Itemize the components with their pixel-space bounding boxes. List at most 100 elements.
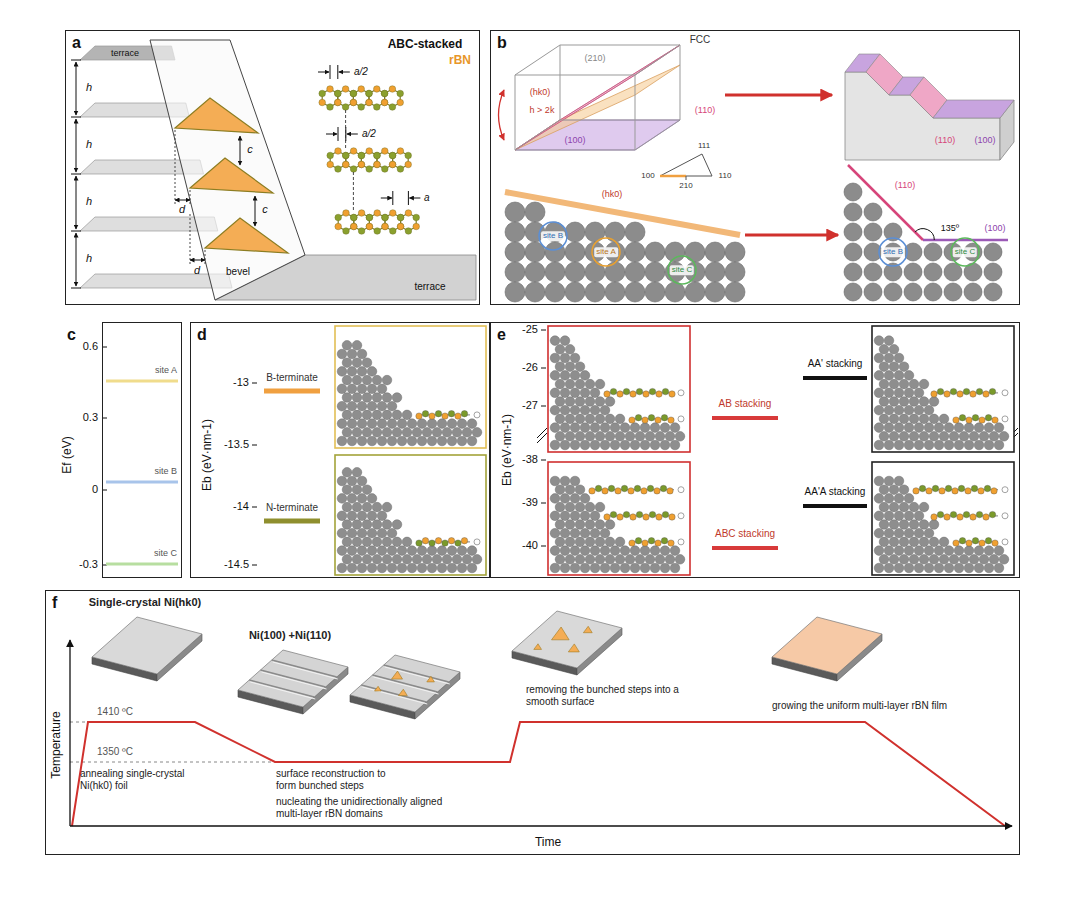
dimension-arrow [76,233,77,286]
ni-atom [944,263,962,281]
dimension-tick [392,191,393,205]
ni-atom [600,546,610,556]
dimension-arrow [76,176,77,229]
rbn-domain [534,644,542,650]
bn-atom [654,488,660,494]
bn-atom [937,511,943,517]
ni-atom [934,546,944,556]
ni-atom [342,555,352,565]
ni-atom [585,520,595,530]
ni-atom [899,432,909,442]
bn-atom [389,152,396,159]
annotation-label: rBN [449,53,471,67]
bn-atom [442,413,448,419]
ni-atom [879,432,889,442]
ni-atom [705,242,725,262]
annotation-label: surface reconstruction to form bunched s… [276,768,404,792]
ni-atom [377,401,387,411]
ni-atom [610,563,620,573]
panel-b-art [499,45,1015,302]
ni-atom [899,502,909,512]
ni-atom [565,485,575,495]
bn-atom [648,538,654,544]
panel-frame: b [490,30,1020,305]
ni-atom [635,555,645,565]
temperature-profile [72,722,1005,826]
annotation-label: -26 [522,361,538,374]
ni-atom [422,428,432,438]
ni-atom [382,428,392,438]
ni-atom [590,388,600,398]
bn-atom [957,391,963,397]
panel-letter: c [67,326,76,344]
annotation-label: -14.5 [224,558,249,571]
bn-atom [970,391,976,397]
foil-surface [772,617,882,674]
ni-atom [575,414,585,424]
panel-f-art [70,611,1012,826]
bn-atom [661,538,667,544]
ni-atom [550,371,560,381]
guide-line [345,110,346,150]
bn-atom [327,161,334,168]
ni-atom [342,520,352,530]
bn-atom [435,538,441,544]
bunched-step [385,667,450,684]
annotation-label: AA'A stacking [805,486,866,498]
ni-atom [550,511,560,521]
annotation-label: -0.3 [79,558,98,571]
ni-atom [437,419,447,429]
bn-atom [374,152,381,159]
ni-atom [914,546,924,556]
ni-atom [550,336,560,346]
ni-atom [595,502,605,512]
ni-atom [580,563,590,573]
annotation-label: ABC-stacked [388,37,463,51]
bn-atom [992,540,998,546]
ni-atom [924,528,934,538]
bn-atom [636,511,642,517]
annotation-label: site C [670,265,694,275]
ni-atom [565,362,575,372]
ni-atom [437,436,447,446]
annotation-label: h [86,81,92,94]
ni-atom [367,436,377,446]
ni-atom [670,423,680,433]
ni-atom [352,537,362,547]
ni-atom [904,388,914,398]
ni-atom [879,537,889,547]
bn-atom [358,161,365,168]
bn-atom [959,538,965,544]
ni-atom [924,440,934,450]
ni-atom [575,432,585,442]
ni-atom [412,428,422,438]
ni-atom [590,440,600,450]
bn-atom [595,485,601,491]
bn-atom [358,210,365,217]
ni-atom [372,428,382,438]
bn-atom [985,415,991,421]
panel-frame: f [45,590,1020,855]
bn-atom [953,540,959,546]
ni-atom [924,263,942,281]
ni-atom [884,336,894,346]
ni-atom [342,537,352,547]
annotation-label: 0 [92,483,98,496]
ni-atom [879,397,889,407]
ni-atom [377,546,387,556]
ni-atom [924,563,934,573]
bn-atom [976,388,982,394]
ni-atom [600,440,610,450]
bn-atom [351,223,358,230]
ni-atom [337,436,347,446]
dimension-arrow [381,198,392,199]
ni-atom [570,563,580,573]
ni-atom [645,555,655,565]
ni-atom [565,397,575,407]
axis-break [537,433,547,443]
cube-edge [515,75,635,150]
ni-atom [565,242,585,262]
bn-atom [374,152,381,159]
ni-atom [575,379,585,389]
ni-atom [357,367,367,377]
